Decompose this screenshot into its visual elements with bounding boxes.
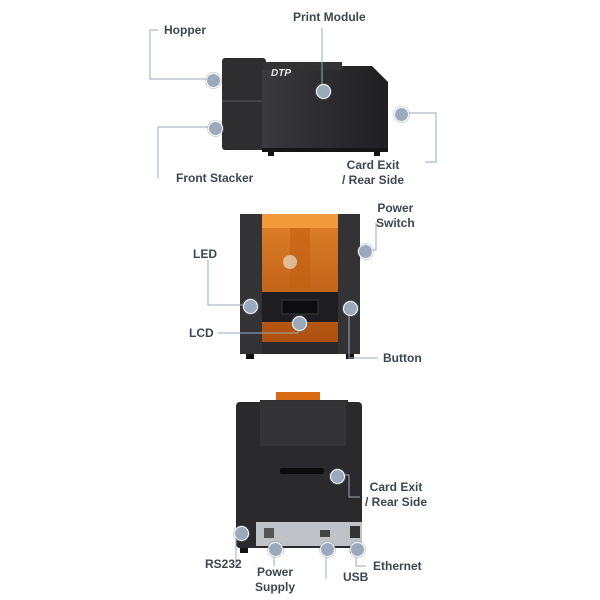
callout-dot-card-exit-side — [393, 106, 409, 122]
callout-dot-print-module — [315, 83, 331, 99]
label-ethernet: Ethernet — [373, 559, 422, 573]
label-print-module: Print Module — [293, 10, 366, 24]
callout-dot-front-stacker — [207, 120, 223, 136]
label-led: LED — [193, 247, 217, 261]
callout-dot-lcd — [291, 315, 307, 331]
label-lcd: LCD — [189, 326, 214, 340]
callout-dot-hopper — [205, 72, 221, 88]
label-button: Button — [383, 351, 422, 365]
callout-dot-button — [342, 300, 358, 316]
side-logo-text: DTP — [271, 68, 291, 79]
label-power-switch: Power Switch — [376, 201, 415, 230]
label-card-exit-rear: Card Exit / Rear Side — [365, 480, 428, 509]
label-card-exit-side: Card Exit / Rear Side — [342, 158, 405, 187]
label-usb: USB — [343, 570, 369, 584]
label-front-stacker: Front Stacker — [176, 171, 254, 185]
label-power-supply: Power Supply — [255, 565, 296, 594]
callout-dot-rs232 — [233, 525, 249, 541]
callout-dot-led — [242, 298, 258, 314]
callout-dot-power-supply — [267, 541, 283, 557]
label-rs232: RS232 — [205, 557, 242, 571]
callout-dot-usb — [319, 541, 335, 557]
callout-dot-ethernet — [349, 541, 365, 557]
callout-dot-power-switch — [357, 243, 373, 259]
callout-dot-card-exit-rear — [329, 468, 345, 484]
label-hopper: Hopper — [164, 23, 206, 37]
